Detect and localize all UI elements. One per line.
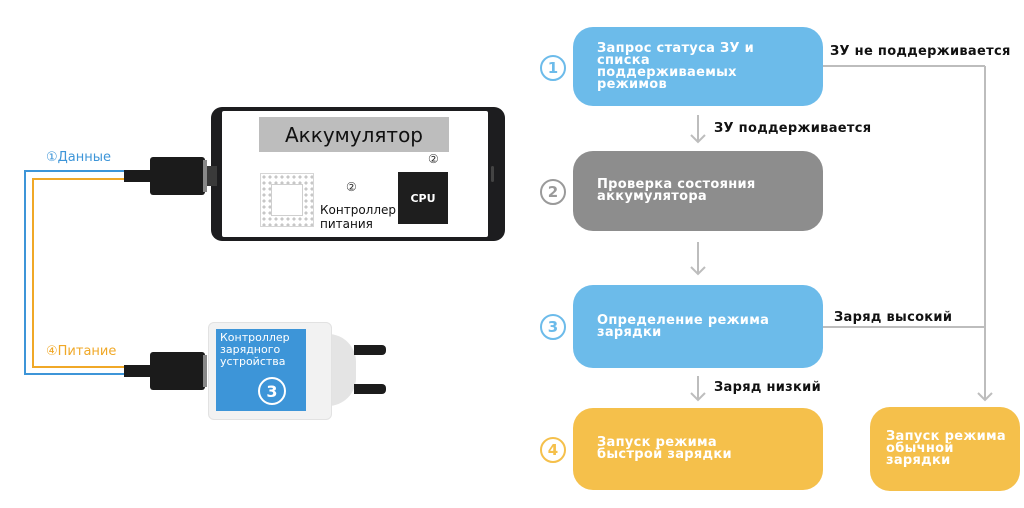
- chip-core: [271, 184, 303, 216]
- battery-cpu-marker: ②: [428, 152, 439, 166]
- normal-charge-text: Запуск режима обычной зарядки: [886, 429, 1006, 468]
- step-1-box: Запрос статуса ЗУ и списка поддерживаемы…: [573, 27, 823, 106]
- power-line-label: ④Питание: [46, 344, 117, 359]
- step-4-box: Запуск режима быстрой зарядки: [573, 408, 823, 490]
- data-line-label: ①Данные: [46, 150, 112, 165]
- edge-charge-low: Заряд низкий: [714, 380, 821, 395]
- charger-prong-top: [354, 345, 386, 355]
- cpu-chip: CPU: [398, 172, 448, 224]
- chip-cpu-marker: ②: [346, 180, 357, 194]
- charger-step-marker: 3: [258, 377, 286, 405]
- edge-supported: ЗУ поддерживается: [714, 121, 872, 136]
- charger-controller-label: Контроллер зарядного устройства: [220, 331, 290, 368]
- power-controller-chip: [260, 173, 314, 227]
- edge-not-supported: ЗУ не поддерживается: [830, 44, 1011, 59]
- step-2-marker: 2: [540, 179, 566, 205]
- phone-side-button: [491, 166, 494, 182]
- power-controller-label: Контроллер питания: [320, 203, 396, 231]
- normal-charge-box: Запуск режима обычной зарядки: [870, 407, 1020, 491]
- step-3-box: Определение режима зарядки: [573, 285, 823, 368]
- usb-plug-top-ring: [203, 160, 207, 192]
- edge-charge-high: Заряд высокий: [834, 310, 953, 325]
- step-4-marker: 4: [540, 437, 566, 463]
- battery-block: Аккумулятор: [259, 117, 449, 152]
- usb-plug-bottom-ring: [203, 355, 207, 387]
- step-1-marker: 1: [540, 55, 566, 81]
- step-3-text: Определение режима зарядки: [597, 312, 770, 340]
- usb-cable-bottom: [124, 365, 150, 377]
- usb-plug-bottom: [150, 352, 205, 390]
- step-1-text: Запрос статуса ЗУ и списка поддерживаемы…: [597, 40, 755, 92]
- step-4-text: Запуск режима быстрой зарядки: [597, 435, 732, 462]
- usb-cable-top: [124, 170, 150, 182]
- step-2-box: Проверка состояния аккумулятора: [573, 151, 823, 231]
- usb-plug-top-tip: [207, 166, 217, 186]
- charger-prong-bottom: [354, 384, 386, 394]
- step-3-marker: 3: [540, 314, 566, 340]
- step-2-text: Проверка состояния аккумулятора: [597, 177, 756, 204]
- usb-plug-top: [150, 157, 205, 195]
